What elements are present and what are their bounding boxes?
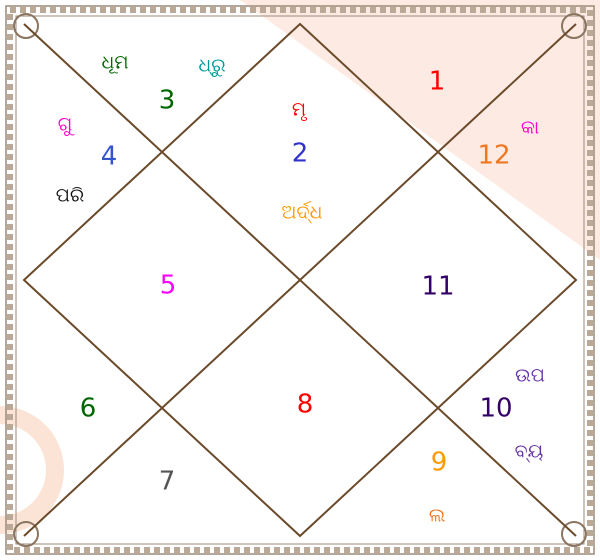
house-11-planet-label: ଧ୍ରୁ [198,55,225,77]
house-5-sign-number: 9 [431,448,448,478]
house-1-sign-number: 1 [429,67,446,97]
house-7-sign-number: 7 [159,467,176,497]
house-4-sign-number: 10 [479,394,512,424]
house-12-planet-label: ଅର୍ଦ୍ଧ [282,202,323,224]
house-11-planet-label: ଧୂମ [101,52,128,75]
house-2-planet-label: କା [521,117,539,139]
house-2-sign-number: 12 [477,141,510,171]
house-4-planet-label: ଉପ [515,365,545,387]
house-6-sign-number: 8 [297,390,314,420]
house-12-sign-number: 2 [292,139,309,169]
house-9-sign-number: 5 [160,271,177,301]
house-12-planet-label: ମୃ [292,99,307,122]
house-8-sign-number: 6 [80,394,97,424]
house-11-sign-number: 3 [159,86,176,116]
house-3-sign-number: 11 [421,272,454,302]
house-10-planet-label: ଗୁ [58,114,75,136]
house-10-sign-number: 4 [101,142,118,172]
house-10-planet-label: ପରି [56,185,85,207]
house-4-planet-label: ବ୍ୟ [515,441,544,463]
house-5-planet-label: ଲ [429,505,446,527]
